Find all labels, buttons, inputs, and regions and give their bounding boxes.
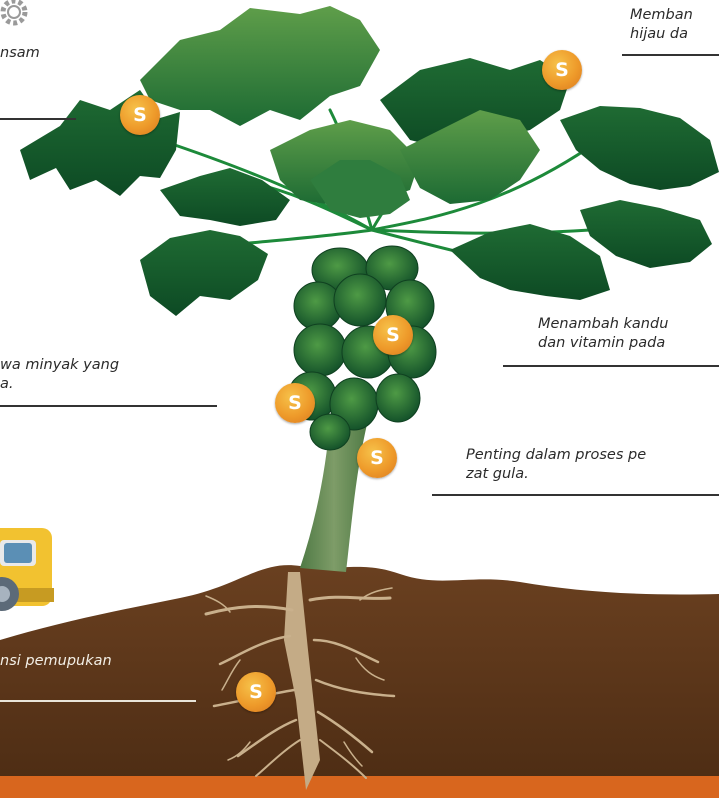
gear-icon (3, 1, 25, 23)
label-top-right-line1: Memban (630, 6, 693, 25)
sulfur-badge-fruit-left: S (275, 383, 315, 423)
label-lower-right-line2: zat gula. (466, 465, 646, 484)
truck-illustration (0, 528, 54, 611)
label-top-right-line2: hijau da (630, 25, 693, 44)
papaya-fruits (288, 246, 436, 450)
label-top-left: nsam (0, 44, 40, 63)
rule-top-right (622, 54, 719, 56)
sulfur-badge-fruit-bottom: S (357, 438, 397, 478)
label-top-left-text: nsam (0, 44, 40, 63)
subsoil-band (0, 776, 719, 798)
label-bottom-left: nsi pemupukan (0, 652, 112, 671)
rule-middle-left (0, 405, 217, 407)
label-middle-left-line1: wa minyak yang (0, 356, 119, 375)
label-lower-right: Penting dalam proses pe zat gula. (466, 446, 646, 484)
sulfur-badge-leaf-left: S (120, 95, 160, 135)
rule-bottom-left (0, 700, 196, 702)
label-bottom-left-text: nsi pemupukan (0, 652, 112, 671)
label-middle-left-line2: a. (0, 375, 119, 394)
label-middle-right-line2: dan vitamin pada (538, 334, 668, 353)
label-lower-right-line1: Penting dalam proses pe (466, 446, 646, 465)
rule-lower-right (432, 494, 719, 496)
label-middle-right: Menambah kandu dan vitamin pada (538, 315, 668, 353)
sulfur-badge-fruit-top: S (373, 315, 413, 355)
label-middle-left: wa minyak yang a. (0, 356, 119, 394)
sulfur-badge-leaf-right: S (542, 50, 582, 90)
label-middle-right-line1: Menambah kandu (538, 315, 668, 334)
rule-middle-right (503, 365, 719, 367)
rule-top-left (0, 118, 76, 120)
sulfur-badge-root: S (236, 672, 276, 712)
label-top-right: Memban hijau da (630, 6, 693, 44)
